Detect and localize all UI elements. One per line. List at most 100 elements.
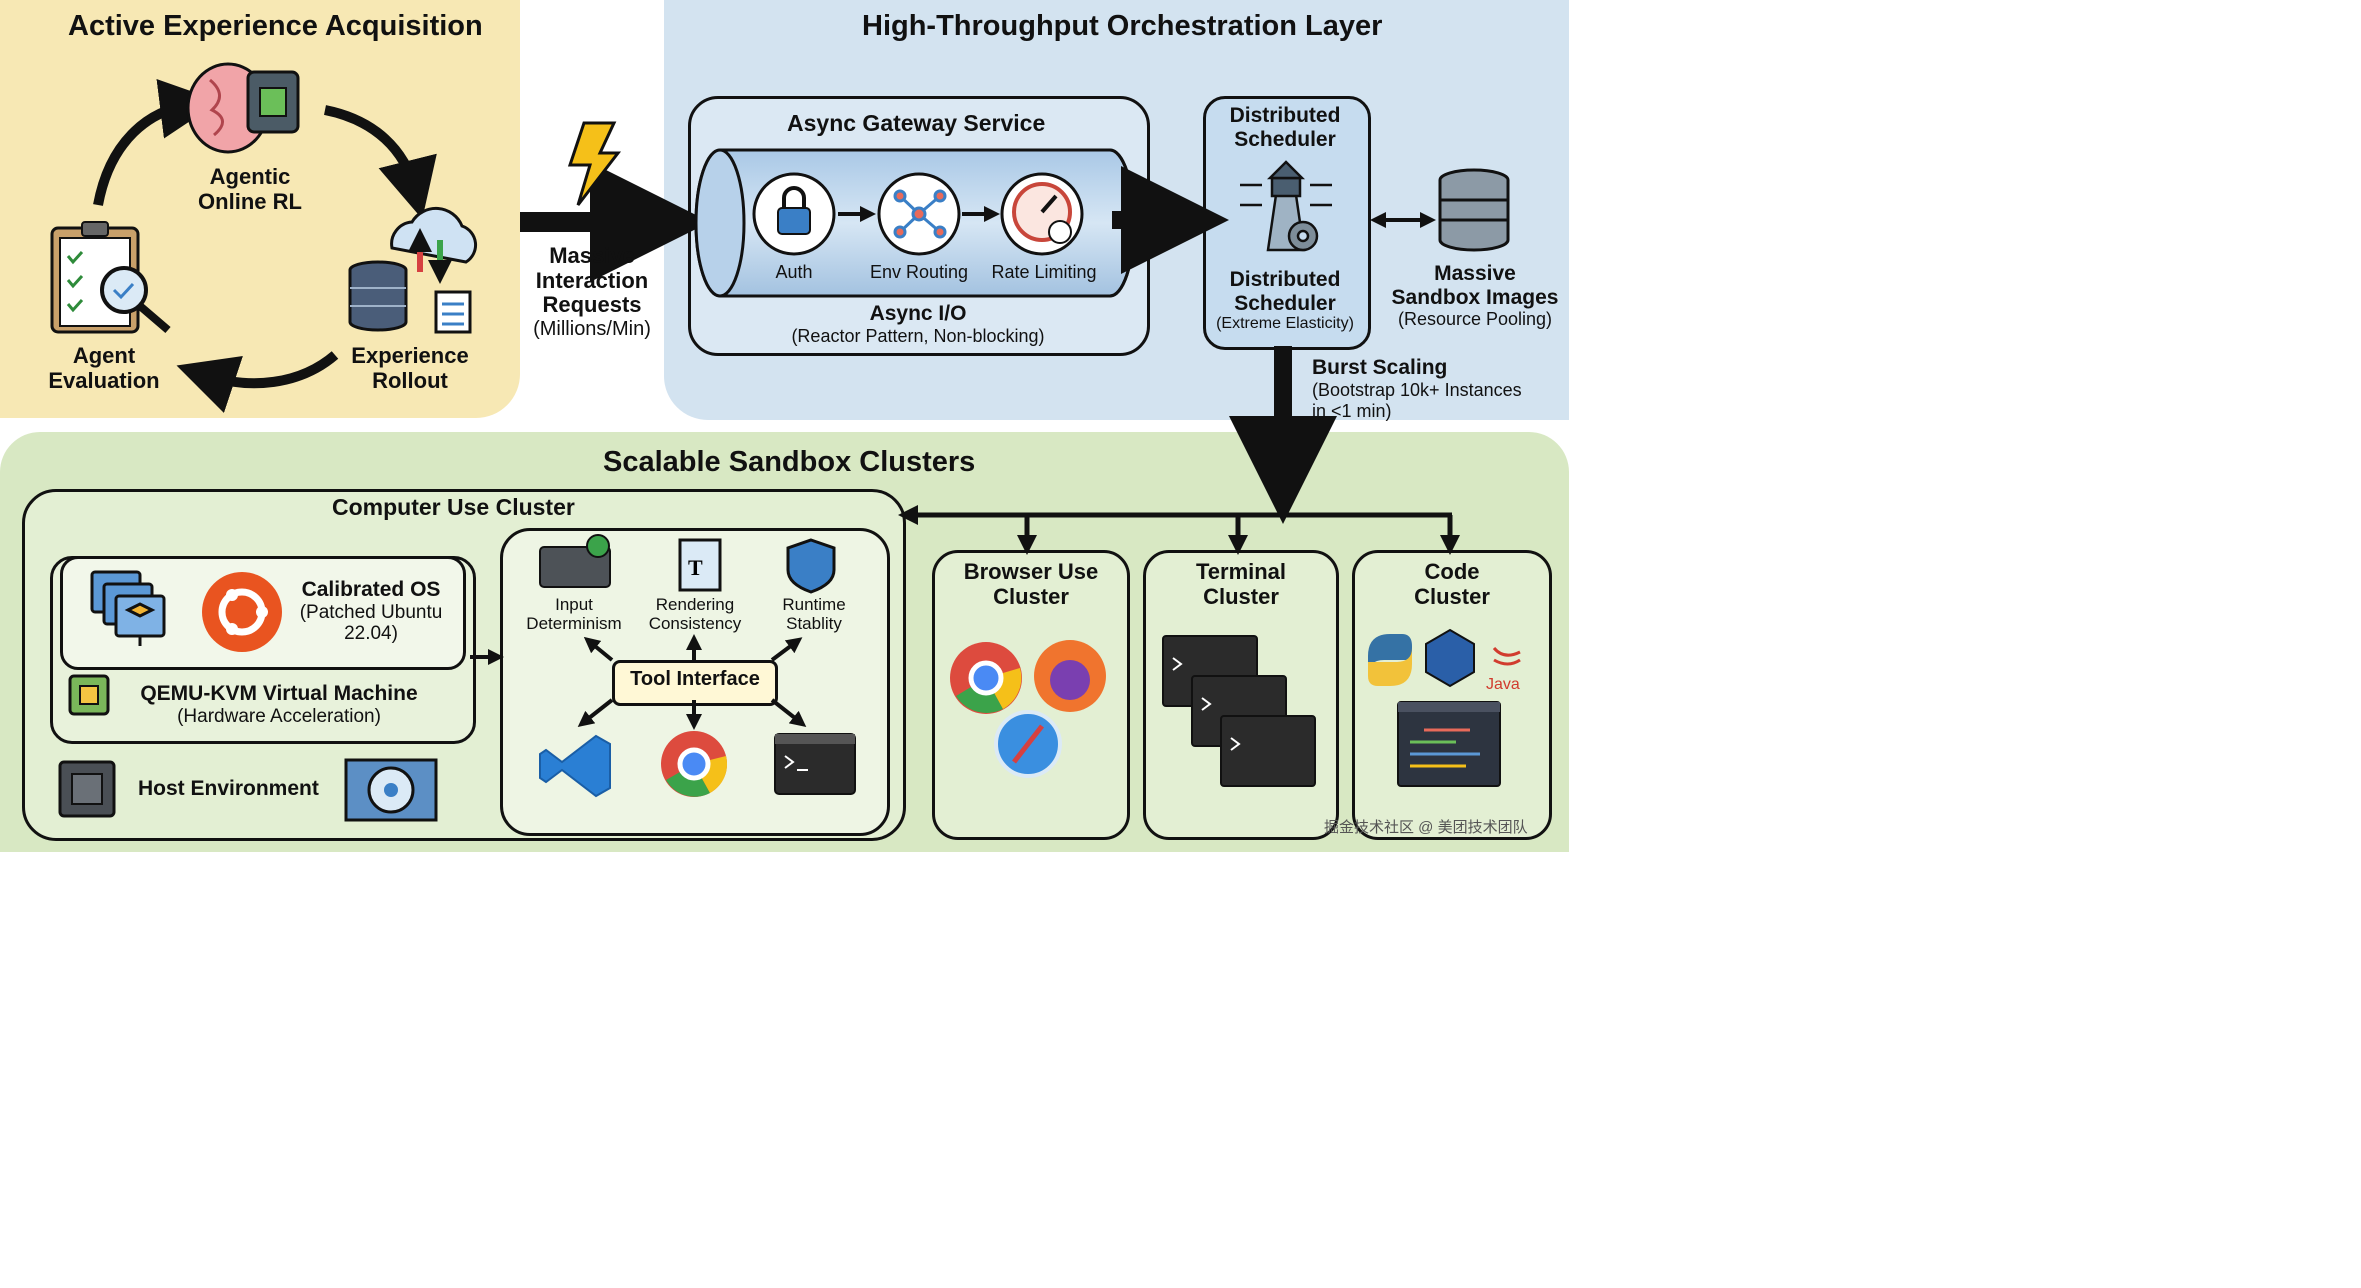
calibrated-os-label: Calibrated OS (Patched Ubuntu 22.04) bbox=[296, 578, 446, 644]
scheduler-bottom-label: Distributed Scheduler (Extreme Elasticit… bbox=[1205, 268, 1365, 333]
lighthouse-icon bbox=[1240, 160, 1332, 252]
requests-rate: (Millions/Min) bbox=[533, 317, 651, 340]
browser-line2: Cluster bbox=[993, 583, 1069, 609]
terminal-line2: Cluster bbox=[1203, 583, 1279, 609]
agent-evaluation-line2: Evaluation bbox=[48, 367, 160, 393]
scheduler-top-line1: Distributed bbox=[1229, 104, 1341, 127]
lock-icon bbox=[777, 207, 811, 235]
computer-use-title: Computer Use Cluster bbox=[332, 494, 575, 520]
render-line2: Consistency bbox=[648, 614, 742, 634]
safari-icon bbox=[994, 710, 1062, 778]
orchestration-title: High-Throughput Orchestration Layer bbox=[862, 10, 1383, 42]
calibrated-os-title: Calibrated OS bbox=[301, 578, 441, 601]
sandbox-images-label: Massive Sandbox Images (Resource Pooling… bbox=[1390, 262, 1560, 329]
calibrated-os-sub1: (Patched Ubuntu bbox=[299, 601, 443, 623]
scheduler-note: (Extreme Elasticity) bbox=[1216, 315, 1354, 333]
vm-title: QEMU-KVM Virtual Machine bbox=[140, 682, 418, 705]
agent-evaluation-line1: Agent bbox=[72, 343, 136, 368]
terminal-line1: Terminal bbox=[1195, 559, 1287, 584]
watermark: 掘金技术社区 @ 美团技术团队 bbox=[1324, 819, 1528, 836]
burst-line1: (Bootstrap 10k+ Instances bbox=[1312, 380, 1522, 401]
sandbox-images-note: (Resource Pooling) bbox=[1397, 309, 1553, 330]
text-render-icon: T bbox=[678, 538, 722, 592]
firefox-icon bbox=[1034, 640, 1106, 712]
requests-label: Massive Interaction Requests (Millions/M… bbox=[522, 243, 662, 340]
input-determinism-label: Input Determinism bbox=[518, 595, 630, 633]
code-line1: Code bbox=[1424, 559, 1480, 584]
agentic-rl-line2: Online RL bbox=[198, 188, 302, 214]
agentic-rl-line1: Agentic bbox=[209, 164, 291, 189]
requests-line1: Massive bbox=[549, 243, 635, 268]
async-io-sub: (Reactor Pattern, Non-blocking) bbox=[791, 326, 1045, 346]
cycle-arrow-eval-to-rl bbox=[93, 78, 220, 206]
clusters-title: Scalable Sandbox Clusters bbox=[603, 446, 976, 478]
input-line2: Determinism bbox=[526, 614, 622, 634]
cycle-arrow-rollout-to-eval bbox=[176, 351, 339, 413]
browser-line1: Browser Use bbox=[963, 559, 1099, 584]
code-editor-icon bbox=[1397, 701, 1501, 787]
browser-cluster-label: Browser Use Cluster bbox=[932, 559, 1130, 609]
experience-rollout-label: Experience Rollout bbox=[350, 343, 470, 393]
agent-evaluation-label: Agent Evaluation bbox=[44, 343, 164, 393]
experience-rollout-line2: Rollout bbox=[372, 367, 448, 393]
rendering-consistency-label: Rendering Consistency bbox=[640, 595, 750, 633]
host-environment-label: Host Environment bbox=[138, 777, 319, 800]
input-line1: Input bbox=[555, 595, 593, 614]
host-chip-icon bbox=[58, 760, 116, 818]
burst-line2: in <1 min) bbox=[1312, 400, 1392, 421]
cpu-chip-icon bbox=[68, 674, 110, 716]
server-fan-icon bbox=[344, 758, 438, 822]
svg-text:T: T bbox=[688, 555, 703, 580]
gauge-icon bbox=[1012, 182, 1072, 244]
runtime-line1: Runtime bbox=[782, 595, 846, 614]
vm-label: QEMU-KVM Virtual Machine (Hardware Accel… bbox=[126, 682, 432, 727]
brain-chip-icon bbox=[186, 62, 300, 154]
burst-title: Burst Scaling bbox=[1312, 356, 1448, 379]
shield-icon bbox=[786, 538, 836, 594]
gateway-title: Async Gateway Service bbox=[787, 110, 1046, 136]
vm-sub: (Hardware Acceleration) bbox=[177, 705, 381, 727]
chrome-browser-icon bbox=[950, 642, 1022, 714]
clipboard-icon bbox=[50, 221, 171, 334]
rollout-icon bbox=[348, 206, 478, 334]
scheduler-bottom-line1: Distributed bbox=[1229, 268, 1341, 291]
lightning-icon bbox=[567, 121, 622, 206]
scheduler-bottom-line2: Scheduler bbox=[1234, 291, 1336, 315]
agentic-rl-label: Agentic Online RL bbox=[190, 164, 310, 214]
sandbox-images-line2: Sandbox Images bbox=[1391, 285, 1559, 309]
cycle-arrow-rl-to-rollout bbox=[323, 105, 437, 220]
render-line1: Rendering bbox=[655, 595, 735, 614]
burst-scaling-label: Burst Scaling (Bootstrap 10k+ Instances … bbox=[1312, 356, 1522, 422]
keyboard-icon bbox=[539, 534, 611, 588]
java-label: Java bbox=[1486, 676, 1520, 693]
env-routing-label: Env Routing bbox=[869, 262, 969, 282]
database-icon bbox=[1438, 168, 1510, 252]
terminal-stack-icon bbox=[1162, 635, 1316, 787]
runtime-line2: Stablity bbox=[786, 614, 842, 634]
vscode-icon bbox=[539, 734, 611, 798]
acquisition-title: Active Experience Acquisition bbox=[68, 10, 483, 42]
cpp-icon bbox=[1425, 628, 1475, 688]
scheduler-top-line2: Scheduler bbox=[1234, 127, 1336, 151]
requests-line3: Requests bbox=[542, 292, 642, 318]
tool-interface-label: Tool Interface bbox=[630, 668, 760, 690]
experience-rollout-line1: Experience bbox=[351, 343, 469, 368]
code-line2: Cluster bbox=[1414, 583, 1490, 609]
java-icon bbox=[1492, 646, 1521, 666]
code-cluster-label: Code Cluster bbox=[1352, 559, 1552, 609]
terminal-icon bbox=[774, 733, 856, 795]
python-icon bbox=[1368, 634, 1412, 686]
terminal-cluster-label: Terminal Cluster bbox=[1143, 559, 1339, 609]
ubuntu-logo-icon bbox=[202, 572, 282, 652]
rate-limiting-label: Rate Limiting bbox=[991, 262, 1097, 282]
async-io-title: Async I/O bbox=[869, 302, 967, 325]
network-icon bbox=[893, 189, 947, 239]
sandbox-images-line1: Massive bbox=[1434, 262, 1516, 285]
requests-line2: Interaction bbox=[535, 267, 649, 293]
virtual-machines-icon bbox=[90, 570, 166, 646]
runtime-stability-label: Runtime Stablity bbox=[764, 595, 864, 633]
auth-label: Auth bbox=[775, 262, 813, 282]
calibrated-os-sub2: 22.04) bbox=[344, 622, 398, 644]
scheduler-top-label: Distributed Scheduler bbox=[1205, 104, 1365, 151]
